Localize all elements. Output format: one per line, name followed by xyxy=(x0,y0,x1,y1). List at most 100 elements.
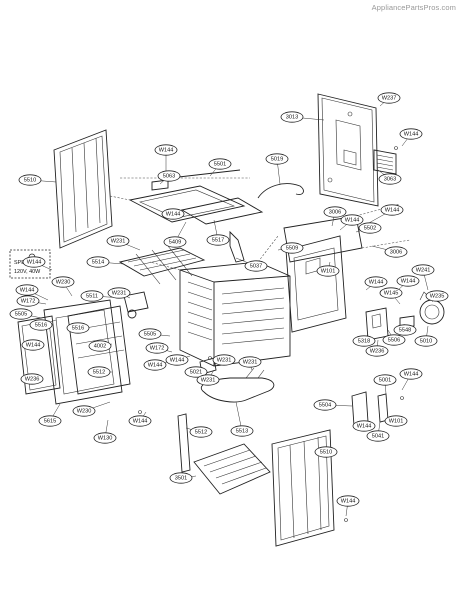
bracket-5063 xyxy=(151,179,169,191)
part-callout: 5506 xyxy=(382,334,406,346)
part-callout: W101 xyxy=(316,265,340,277)
wire-harness xyxy=(257,183,304,199)
callout-oval xyxy=(396,275,420,287)
part-callout: W236 xyxy=(365,345,389,357)
callout-text: W236 xyxy=(370,348,385,354)
part-callout: 5615 xyxy=(38,415,62,427)
callout-text: W230 xyxy=(56,279,71,285)
callout-text: W230 xyxy=(77,408,92,414)
callout-oval xyxy=(414,335,438,347)
callout-oval xyxy=(352,335,376,347)
callout-oval xyxy=(143,359,167,371)
part-callout: 5513 xyxy=(230,425,254,437)
part-callout: W145 xyxy=(379,287,403,299)
callout-oval xyxy=(22,256,46,268)
hinge-5511 xyxy=(123,291,149,313)
part-callout: 5037 xyxy=(244,260,268,272)
callout-oval xyxy=(38,415,62,427)
callout-oval xyxy=(51,276,75,288)
part-callout: W144 xyxy=(128,415,152,427)
callout-oval xyxy=(380,204,404,216)
callout-oval xyxy=(93,432,117,444)
part-callout: 5511 xyxy=(80,290,104,302)
callout-text: W144 xyxy=(20,287,35,293)
callout-oval xyxy=(230,425,254,437)
callout-text: W144 xyxy=(27,259,42,265)
part-callout: 5021 xyxy=(184,366,208,378)
part-callout: 5505 xyxy=(138,328,162,340)
callout-oval xyxy=(377,92,401,104)
callout-oval xyxy=(106,235,130,247)
callout-oval xyxy=(212,354,236,366)
part-callout: W130 xyxy=(93,432,117,444)
part-callout: 5509 xyxy=(280,242,304,254)
part-callout: 5516 xyxy=(29,319,53,331)
upper-heating-rack xyxy=(118,245,206,285)
callout-oval xyxy=(323,206,347,218)
callout-text: W235 xyxy=(430,293,445,299)
part-callout: 5063 xyxy=(157,170,181,182)
callout-text: 5511 xyxy=(86,293,98,299)
callout-text: 5516 xyxy=(72,325,84,331)
rear-cover-3063 xyxy=(373,149,397,175)
callout-oval xyxy=(382,334,406,346)
callout-oval xyxy=(384,246,408,258)
part-callout: 5001 xyxy=(373,374,397,386)
part-callout: W144 xyxy=(143,359,167,371)
callout-text: W172 xyxy=(21,298,36,304)
callout-text: W144 xyxy=(404,131,419,137)
callout-oval xyxy=(206,234,230,246)
callout-text: W231 xyxy=(243,359,258,365)
left-side-panel xyxy=(53,129,113,249)
part-callout: 5409 xyxy=(163,236,187,248)
part-callout: 5504 xyxy=(313,399,337,411)
callout-text: W236 xyxy=(25,376,40,382)
callout-text: W237 xyxy=(382,95,397,101)
connector-5548 xyxy=(399,315,415,329)
rear-panel xyxy=(317,93,379,207)
callout-oval xyxy=(184,366,208,378)
part-callout: 3063 xyxy=(378,173,402,185)
part-callout: 5516 xyxy=(66,322,90,334)
door-frame xyxy=(43,299,123,405)
callout-text: W144 xyxy=(341,498,356,504)
part-callout: 5510 xyxy=(18,174,42,186)
callout-text: 5512 xyxy=(93,369,105,375)
callout-oval xyxy=(336,495,360,507)
callout-oval xyxy=(378,173,402,185)
part-callout: W231 xyxy=(106,235,130,247)
part-callout: 3006 xyxy=(384,246,408,258)
callout-text: 4002 xyxy=(94,343,106,349)
part-callout: W101 xyxy=(384,415,408,427)
callout-text: 5010 xyxy=(420,338,432,344)
part-callout: 5501 xyxy=(208,158,232,170)
callout-oval xyxy=(16,295,40,307)
side-brackets xyxy=(351,391,389,427)
callout-oval xyxy=(128,415,152,427)
callout-oval xyxy=(365,345,389,357)
part-callout: W230 xyxy=(72,405,96,417)
part-callout: W231 xyxy=(212,354,236,366)
callout-oval xyxy=(15,284,39,296)
callout-oval xyxy=(373,374,397,386)
callout-text: 5037 xyxy=(250,263,262,269)
callout-text: 3501 xyxy=(175,475,187,481)
callout-text: 3006 xyxy=(329,209,341,215)
callout-oval xyxy=(399,128,423,140)
callout-text: 5615 xyxy=(44,418,56,424)
callout-oval xyxy=(280,111,304,123)
callout-text: 5516 xyxy=(35,322,47,328)
callout-text: W144 xyxy=(133,418,148,424)
callout-text: W144 xyxy=(385,207,400,213)
callout-text: 5021 xyxy=(190,369,202,375)
callout-text: W130 xyxy=(98,435,113,441)
callout-text: W144 xyxy=(148,362,163,368)
callout-text: W144 xyxy=(401,278,416,284)
part-callout: W231 xyxy=(107,287,131,299)
part-callout: W172 xyxy=(145,342,169,354)
callout-text: W172 xyxy=(150,345,165,351)
callout-oval xyxy=(80,290,104,302)
callout-oval xyxy=(87,366,111,378)
callout-oval xyxy=(86,256,110,268)
callout-text: W144 xyxy=(369,279,384,285)
